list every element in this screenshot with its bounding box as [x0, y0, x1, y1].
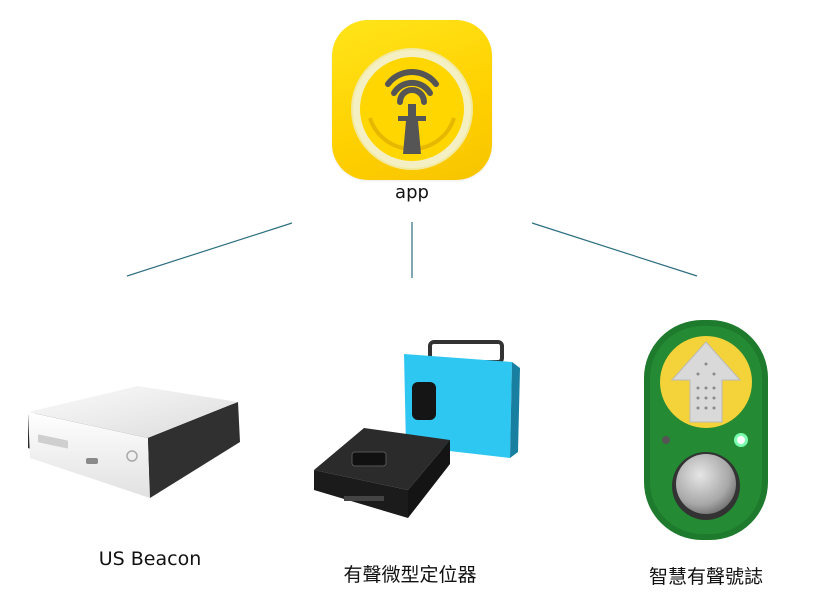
connector-line-left — [126, 222, 293, 277]
app-icon[interactable] — [332, 20, 492, 180]
app-label: app — [395, 182, 429, 203]
smart-sound-signal-label: 智慧有聲號誌 — [648, 566, 763, 588]
us-beacon-label: US Beacon — [98, 548, 202, 570]
tower-signal-icon — [351, 48, 473, 170]
micro-locator-device-image — [314, 340, 520, 518]
connector-line-right — [531, 222, 698, 277]
smart-sound-signal-device-image — [644, 320, 768, 540]
micro-locator-label: 有聲微型定位器 — [343, 564, 477, 586]
us-beacon-device-image — [28, 386, 240, 498]
